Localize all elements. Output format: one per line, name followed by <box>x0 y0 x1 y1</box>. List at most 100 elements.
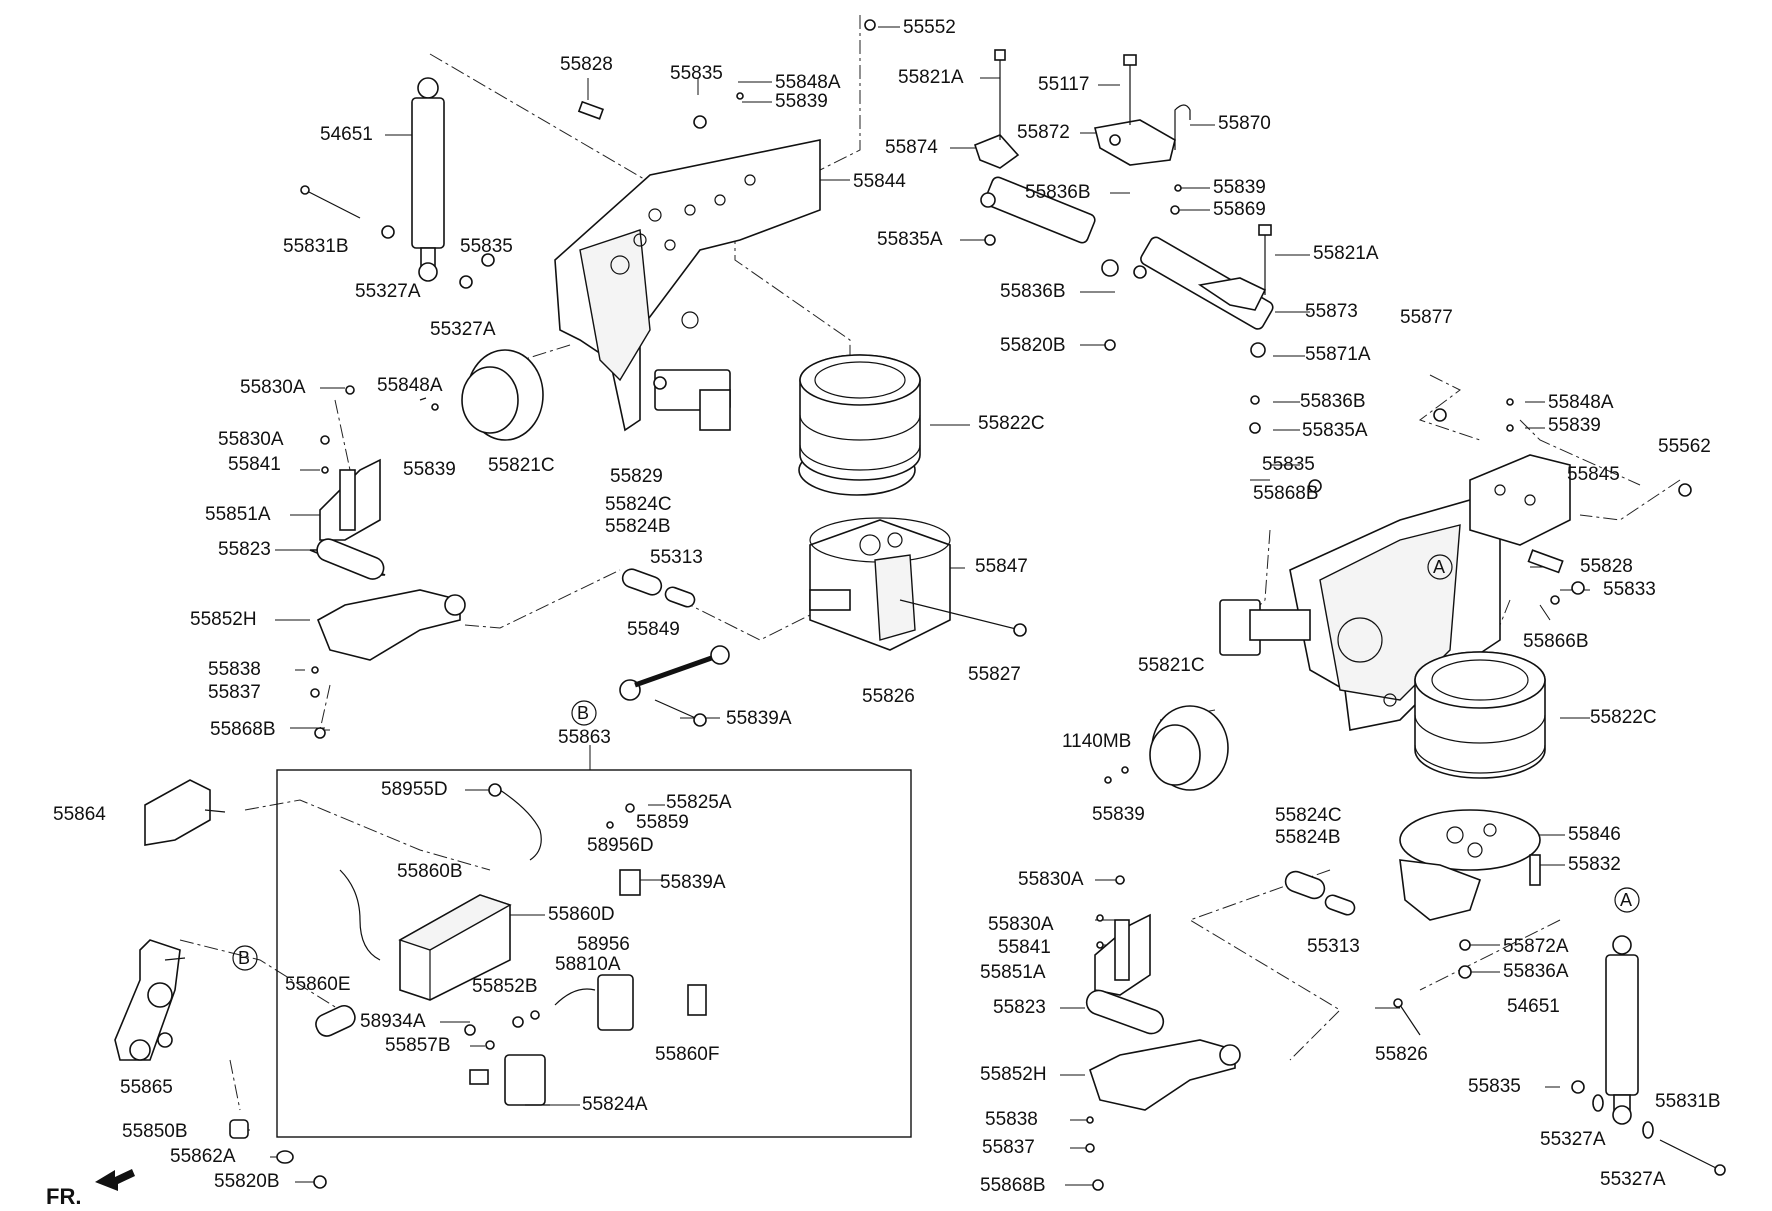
part-label: 55830A <box>240 377 306 398</box>
bracket-55865 <box>114 939 186 1061</box>
part-label: 55839A <box>726 708 792 729</box>
axle-seat-55847 <box>809 517 1027 651</box>
part-label: 58955D <box>381 779 448 800</box>
part-label: 55832 <box>1568 854 1621 875</box>
part-label: 55860F <box>655 1044 720 1065</box>
hanger-55851A-left <box>319 385 381 541</box>
part-label: 55823 <box>993 997 1046 1018</box>
part-label: 55839 <box>1213 177 1266 198</box>
part-label: 55830A <box>988 914 1054 935</box>
part-label: 55868B <box>980 1175 1046 1196</box>
bolt-55826-right <box>1393 998 1421 1036</box>
part-label: 55835A <box>1302 420 1368 441</box>
air-spring-55822C-left <box>798 354 921 496</box>
part-label: 55849 <box>627 619 680 640</box>
hanger-55851A-right <box>1094 875 1151 996</box>
air-bag-55821C-right <box>1104 705 1229 791</box>
arm-55852H-right <box>1085 1039 1241 1191</box>
part-label: 55845 <box>1567 464 1620 485</box>
part-label: 55835A <box>877 229 943 250</box>
part-label: 55831B <box>1655 1091 1721 1112</box>
bushing-55823-left <box>309 538 386 580</box>
part-label: 55830A <box>218 429 284 450</box>
part-label: 55552 <box>903 17 956 38</box>
part-label: 55562 <box>1658 436 1711 457</box>
part-label: 55851A <box>980 962 1046 983</box>
part-label: 55313 <box>1307 936 1360 957</box>
part-label: 55827 <box>968 664 1021 685</box>
part-label: 55837 <box>982 1137 1035 1158</box>
part-label: 55865 <box>120 1077 173 1098</box>
frame-bracket-left <box>554 139 821 432</box>
parts-55850B-55862A-55820B <box>229 1119 327 1189</box>
part-label: 55313 <box>650 547 703 568</box>
part-label: 55852B <box>472 976 538 997</box>
callout-a-top: A <box>1433 557 1446 577</box>
part-label: 54651 <box>320 124 373 145</box>
part-label: 55839 <box>403 459 456 480</box>
part-label: 55822C <box>978 413 1045 434</box>
part-label: 55839 <box>775 91 828 112</box>
part-label: 55868B <box>1253 483 1319 504</box>
part-label: 55117 <box>1038 74 1090 95</box>
part-label: 55327A <box>430 319 496 340</box>
part-label: 55869 <box>1213 199 1266 220</box>
part-label: 55844 <box>853 171 906 192</box>
part-label: 55835 <box>1262 454 1315 475</box>
bracket-55864 <box>144 779 226 846</box>
part-label: 55837 <box>208 682 261 703</box>
part-label: 55839A <box>660 872 726 893</box>
part-label: 55863 <box>558 727 611 748</box>
part-label: 55828 <box>560 54 613 75</box>
bolt-55831B-left <box>300 185 495 289</box>
part-label: 55820B <box>214 1171 280 1192</box>
part-label: 55864 <box>53 804 106 825</box>
callout-a-bottom: A <box>1620 890 1633 910</box>
part-label: 55829 <box>610 466 663 487</box>
part-label: 55877 <box>1400 307 1453 328</box>
callout-b-top: B <box>577 703 590 723</box>
part-label: 55836B <box>1300 391 1366 412</box>
front-arrow-icon <box>95 1169 135 1191</box>
part-label: 55852H <box>190 609 257 630</box>
part-label: 55851A <box>205 504 271 525</box>
part-label: 55857B <box>385 1035 451 1056</box>
part-label: 55830A <box>1018 869 1084 890</box>
valve-assembly-box <box>276 769 912 1138</box>
part-label: 55852H <box>980 1064 1047 1085</box>
part-label: 55824C <box>1275 805 1342 826</box>
part-label: 55874 <box>885 137 938 158</box>
valve-assembly <box>339 783 707 1106</box>
part-label: 55860B <box>397 861 463 882</box>
part-label: 55821A <box>1313 243 1379 264</box>
part-label: 55826 <box>1375 1044 1428 1065</box>
part-label: 55836B <box>1025 182 1091 203</box>
part-label: 55838 <box>985 1109 1038 1130</box>
part-label: 55836A <box>1503 961 1569 982</box>
part-label: 55327A <box>1600 1169 1666 1190</box>
part-label: 55846 <box>1568 824 1621 845</box>
part-label: 55847 <box>975 556 1028 577</box>
part-label: 58956 <box>577 934 630 955</box>
part-label: 55835 <box>1468 1076 1521 1097</box>
shock-absorber-left <box>411 77 445 282</box>
part-label: 55848A <box>1548 392 1614 413</box>
part-label: 54651 <box>1507 996 1560 1017</box>
part-label: 55860D <box>548 904 615 925</box>
part-label: 55821A <box>898 67 964 88</box>
part-label: 55868B <box>210 719 276 740</box>
air-spring-55822C-right <box>1414 651 1546 779</box>
part-label: 55866B <box>1523 631 1589 652</box>
part-label: 55835 <box>670 63 723 84</box>
part-label: 55862A <box>170 1146 236 1167</box>
arm-55852H-left <box>310 589 466 739</box>
bushing-55860E <box>315 1004 356 1037</box>
part-label: 55859 <box>636 812 689 833</box>
part-label: 55831B <box>283 236 349 257</box>
part-label: 55821C <box>488 455 555 476</box>
part-label: 55870 <box>1218 113 1271 134</box>
part-label: 55833 <box>1603 579 1656 600</box>
part-label: 55838 <box>208 659 261 680</box>
